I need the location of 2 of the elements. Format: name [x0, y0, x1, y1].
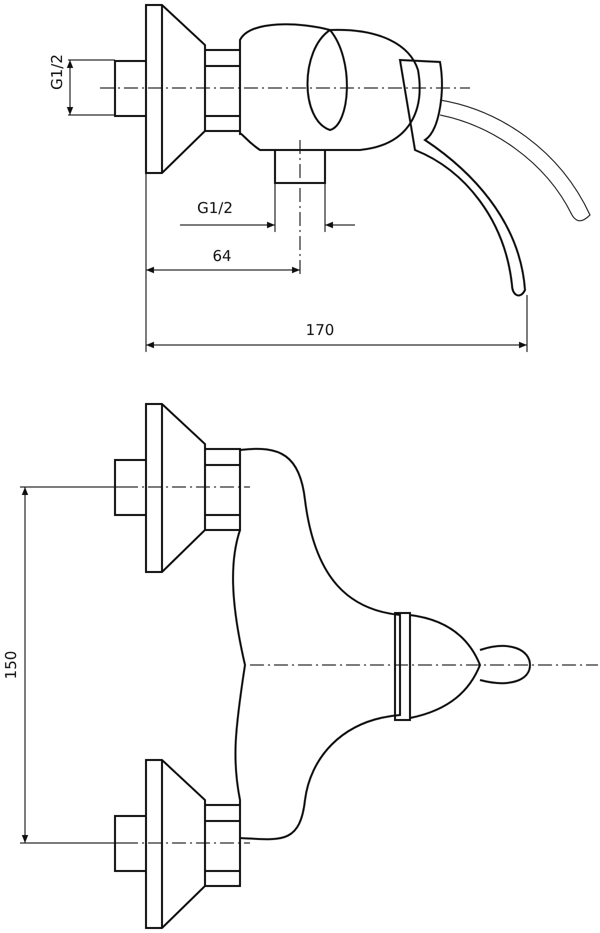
dimension-label: G1/2	[196, 199, 234, 217]
dimension-label: G1/2	[48, 53, 66, 91]
